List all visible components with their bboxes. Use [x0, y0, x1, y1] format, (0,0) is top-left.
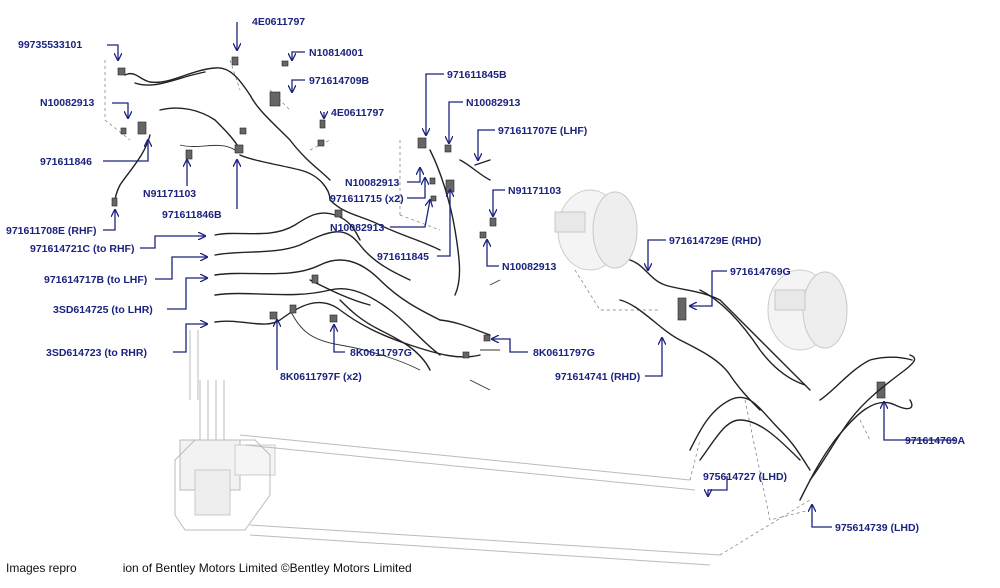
fittings — [111, 56, 886, 399]
brake-booster-rhd — [554, 189, 660, 311]
callout-label: 971611845B — [447, 69, 507, 81]
callout-label: 971614769G — [730, 266, 791, 278]
callout-label: 971614729E (RHD) — [669, 235, 761, 247]
front-pipe-cluster — [104, 59, 501, 391]
brake-booster-lhd — [767, 269, 848, 351]
caption-left: Images repro — [6, 561, 77, 575]
callout-label: 8K0611797F (x2) — [280, 371, 362, 383]
callout-label: N91171103 — [143, 188, 196, 200]
callout-label: 971611846B — [162, 209, 222, 221]
callout-label: N10082913 — [466, 97, 520, 109]
callout-label: 971611715 (x2) — [330, 193, 404, 205]
callout-label: N91171103 — [508, 185, 561, 197]
caption-right: ion of Bentley Motors Limited ©Bentley M… — [122, 561, 412, 575]
callout-label: 3SD614723 (to RHR) — [46, 347, 147, 359]
copyright-caption: Images repro ion of Bentley Motors Limite… — [6, 561, 412, 575]
callout-label: 971614717B (to LHF) — [44, 274, 147, 286]
callout-labels: 99735533101 4E0611797 N10814001 97161470… — [6, 16, 966, 534]
callout-label: N10082913 — [345, 177, 399, 189]
callout-label: N10082913 — [40, 97, 94, 109]
callout-label: 975614727 (LHD) — [703, 471, 787, 483]
callout-label: 3SD614725 (to LHR) — [53, 304, 153, 316]
callout-label: 975614739 (LHD) — [835, 522, 919, 534]
callout-label: 971611708E (RHF) — [6, 225, 96, 237]
callout-label: 971614769A — [905, 435, 966, 447]
callout-label: 8K0611797G — [350, 347, 412, 359]
callout-label: N10082913 — [502, 261, 556, 273]
leader-arrows — [103, 22, 955, 528]
callout-label: 99735533101 — [18, 39, 82, 51]
callout-label: 971611845 — [377, 251, 429, 263]
right-pipes — [619, 259, 916, 521]
callout-label: N10082913 — [330, 222, 384, 234]
abs-unit — [174, 330, 276, 531]
callout-label: 4E0611797 — [252, 16, 305, 28]
callout-label: 971611707E (LHF) — [498, 125, 587, 137]
rear-lines — [239, 434, 811, 566]
callout-label: 4E0611797 — [331, 107, 384, 119]
callout-label: 971614721C (to RHF) — [30, 243, 134, 255]
callout-label: 971611846 — [40, 156, 92, 168]
callout-label: 8K0611797G — [533, 347, 595, 359]
callout-label: 971614709B — [309, 75, 370, 87]
callout-label: N10814001 — [309, 47, 363, 59]
callout-label: 971614741 (RHD) — [555, 371, 640, 383]
